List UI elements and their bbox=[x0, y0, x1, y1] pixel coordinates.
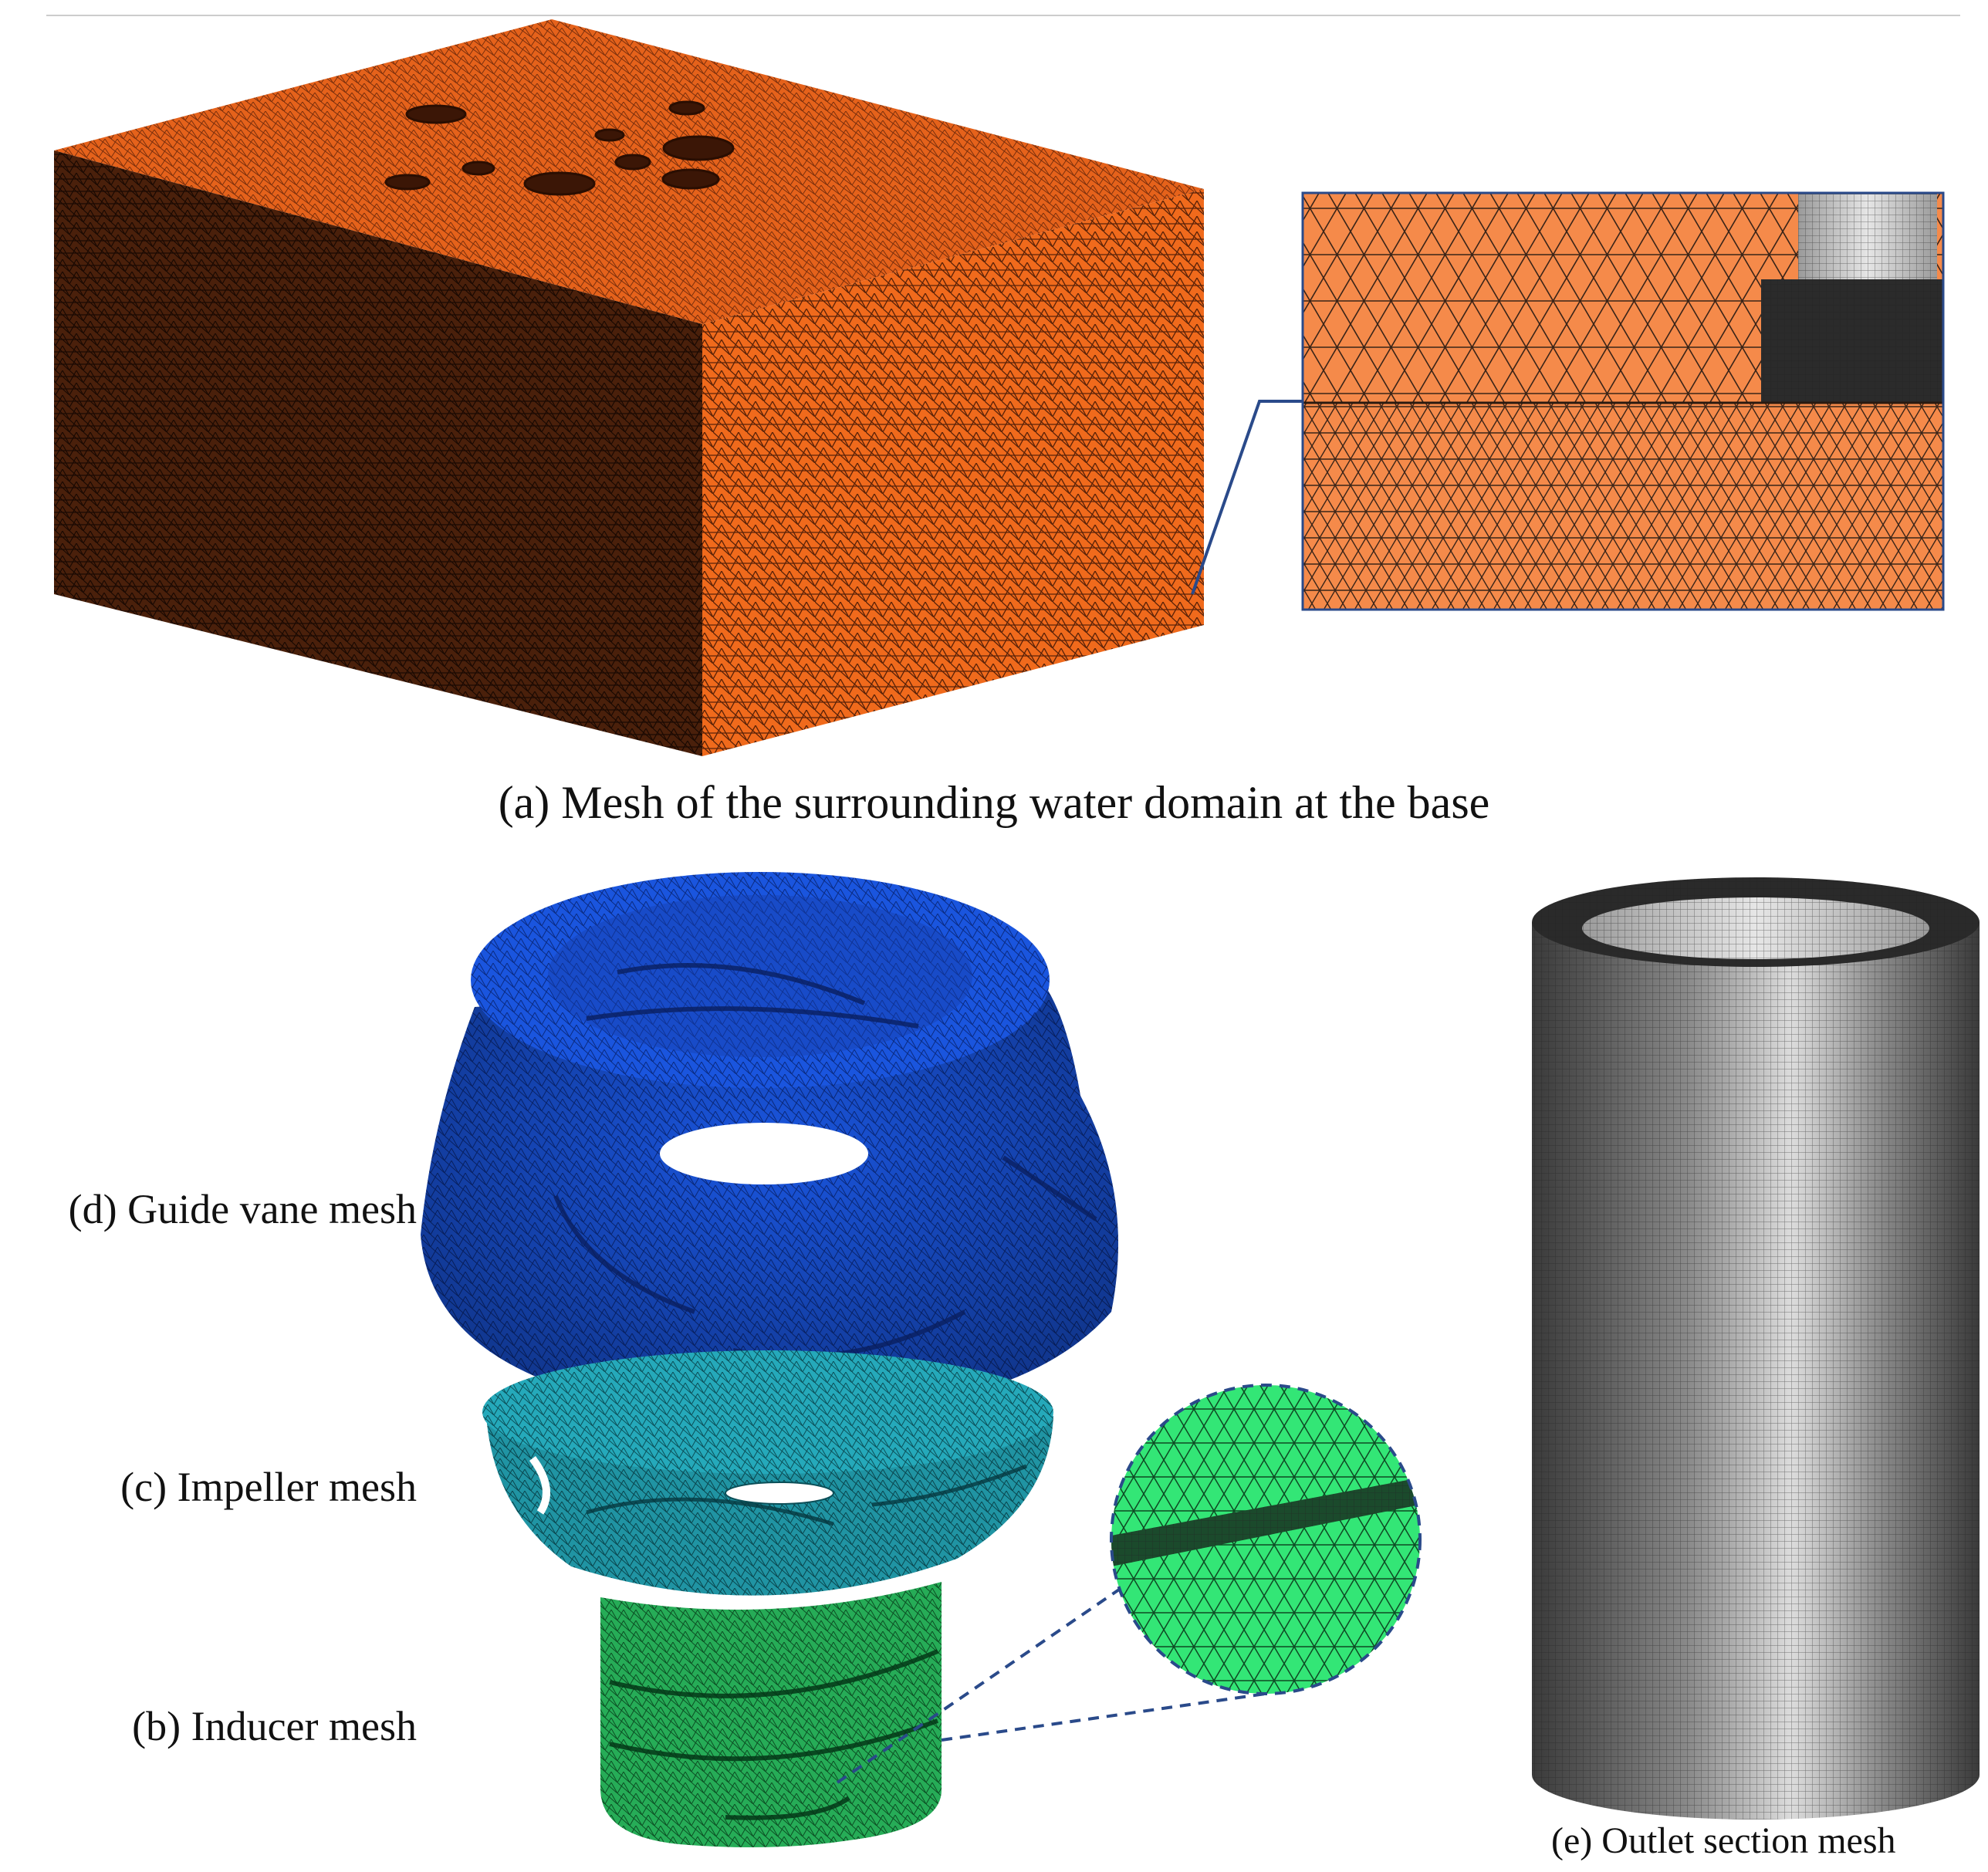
inducer-zoom-panel bbox=[836, 1384, 1422, 1784]
block-left-face bbox=[54, 150, 702, 756]
guide-vane-body bbox=[421, 872, 1118, 1416]
inducer-body bbox=[600, 1582, 942, 1847]
top-holes bbox=[384, 100, 735, 196]
caption-d: (d) Guide vane mesh bbox=[68, 1186, 417, 1232]
water-domain-zoom-panel bbox=[1301, 191, 1945, 611]
outlet-cylinder bbox=[1532, 877, 1980, 1820]
block-right-face bbox=[702, 189, 1204, 756]
block-top-face bbox=[54, 19, 1204, 324]
caption-c: (c) Impeller mesh bbox=[120, 1464, 417, 1510]
zoom-connector-b1 bbox=[941, 1692, 1266, 1742]
caption-e: (e) Outlet section mesh bbox=[1551, 1820, 1896, 1861]
zoom-connector-b2 bbox=[836, 1588, 1121, 1784]
water-domain-block bbox=[54, 19, 1204, 756]
caption-b: (b) Inducer mesh bbox=[132, 1703, 417, 1749]
impeller-body bbox=[482, 1350, 1053, 1596]
zoom-connector-a bbox=[1191, 400, 1303, 595]
caption-a: (a) Mesh of the surrounding water domain… bbox=[498, 777, 1490, 828]
guide-vane-opening bbox=[660, 1123, 868, 1184]
